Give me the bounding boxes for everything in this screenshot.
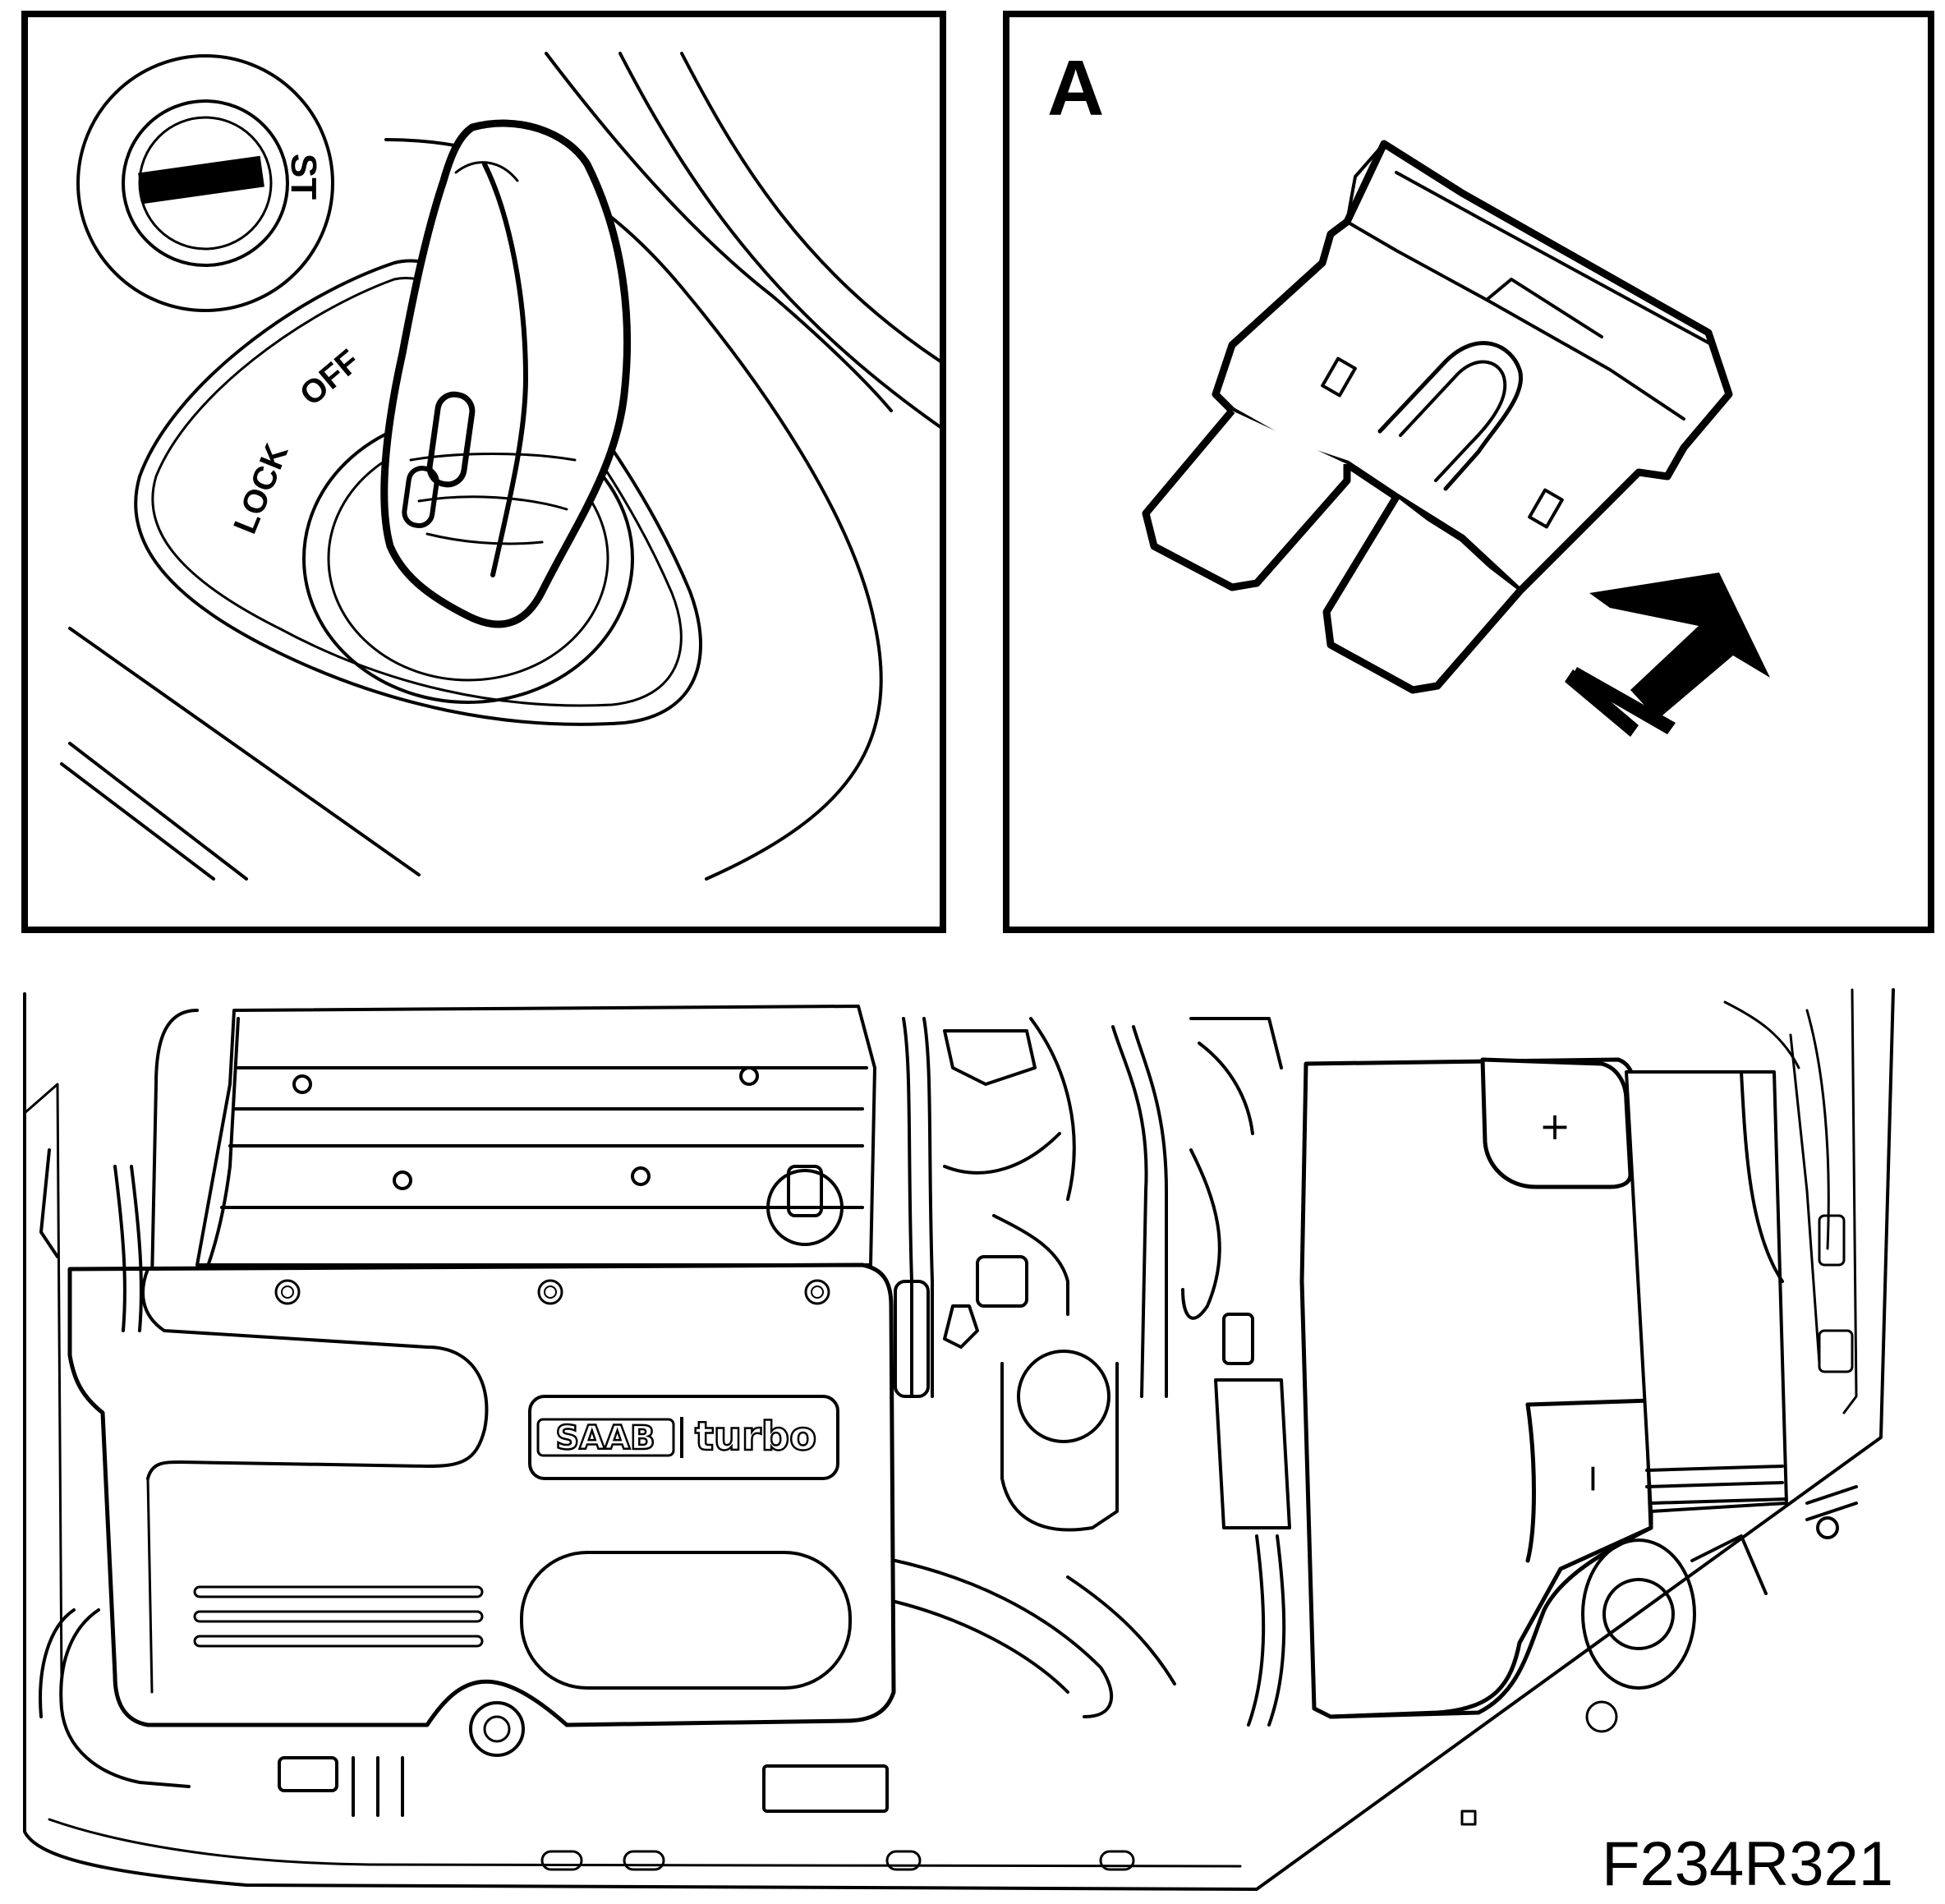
engine-cover-outline xyxy=(67,1262,896,1727)
battery-minus-label: − xyxy=(1572,1463,1616,1495)
engine-bay-outline xyxy=(23,988,1895,1891)
cover-vent xyxy=(193,1585,484,1598)
key-ridge xyxy=(482,162,528,577)
key-slot xyxy=(426,391,476,488)
label-st: ST xyxy=(283,154,324,200)
cam-cover xyxy=(195,1005,876,1267)
oil-filler-cap xyxy=(766,1169,844,1246)
ignition-panel: ST LOCK OFF xyxy=(21,11,946,933)
fuse-test-point-left xyxy=(1321,356,1357,398)
blade-fuse xyxy=(1142,140,1733,694)
fuse-element xyxy=(1377,341,1523,491)
badge-model: turbo xyxy=(695,1414,816,1460)
engine-bay-components xyxy=(39,1017,1291,1817)
engine-cover: SAAB turbo xyxy=(67,1262,896,1757)
lock-cylinder-keyway xyxy=(138,155,264,205)
lock-cylinder-bezel xyxy=(76,54,334,312)
fuse-box xyxy=(1625,1070,1788,1513)
fuse-prong-right xyxy=(1322,494,1523,694)
cover-oval-boss xyxy=(520,1551,852,1690)
key-slot-lower xyxy=(402,466,439,528)
figure-id: F234R321 xyxy=(1602,1829,1893,1899)
coolant-reservoir xyxy=(1581,1485,1858,1690)
battery-positive-cover xyxy=(1480,1057,1633,1189)
battery: + − xyxy=(1299,1057,1653,1719)
right-side-components xyxy=(1723,1000,1854,1373)
battery-plus-label: + xyxy=(1539,1104,1571,1148)
ignition-key xyxy=(380,119,632,628)
lock-cylinder xyxy=(76,54,334,312)
engine-panel: SAAB turbo xyxy=(23,988,1895,1891)
fuse-prong-left xyxy=(1142,408,1351,591)
panel-label-a: A xyxy=(1047,44,1104,132)
saab-turbo-badge xyxy=(528,1395,839,1480)
fuse-test-point-right xyxy=(1528,488,1564,529)
dashboard-contours xyxy=(60,52,942,881)
insert-direction-arrow-icon xyxy=(1565,573,1770,737)
badge-brand: SAAB xyxy=(555,1419,655,1457)
lock-cylinder-face xyxy=(122,99,289,267)
brake-fluid-reservoir-cap xyxy=(1017,1350,1110,1443)
front-panel-slots xyxy=(540,1700,1618,1871)
fuse-panel: A xyxy=(1003,11,1934,933)
